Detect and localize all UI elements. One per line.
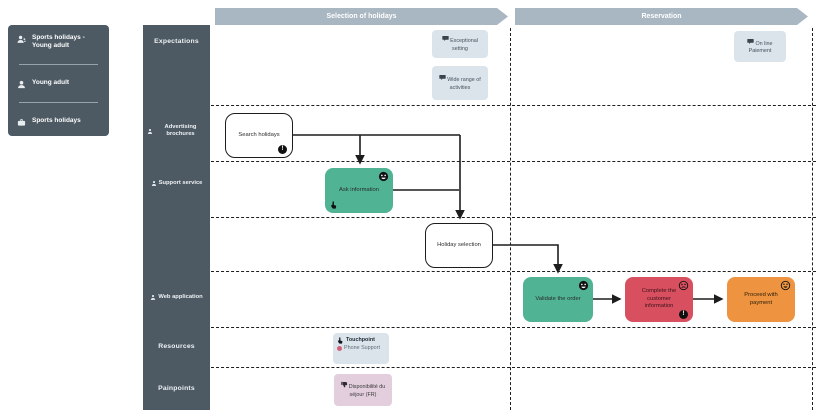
lane-label-text: Web application — [158, 293, 203, 300]
expectation-card-exceptional-setting[interactable]: Exceptional setting — [432, 30, 488, 58]
persona-icon — [18, 80, 25, 88]
persona-panel: Sports holidays - Young adult Young adul… — [8, 25, 109, 136]
lane-label-web-application: Web application — [143, 291, 210, 303]
step-label: Complete the customer information — [641, 287, 677, 310]
card-text: On line Paiement — [738, 38, 782, 55]
step-label: Proceed with payment — [744, 291, 778, 306]
phase-divider — [510, 28, 511, 410]
persona-item-journey[interactable]: Sports holidays - Young adult — [13, 31, 104, 53]
phase-header-selection[interactable]: Selection of holidays — [215, 8, 508, 25]
touchpoint-label: Touchpoint — [346, 337, 375, 343]
happy-face-icon — [578, 280, 589, 291]
lane-label-advertising-brochures: Advertising brochures — [143, 122, 210, 140]
lane-label-resources: Resources — [158, 343, 195, 350]
comment-icon — [442, 36, 449, 42]
expectation-card-wide-range[interactable]: Wide range of activities — [432, 66, 488, 100]
persona-item-scenario[interactable]: Sports holidays — [13, 114, 104, 130]
step-search-holidays[interactable]: Search holidays ! — [225, 113, 293, 158]
happy-face-icon — [378, 171, 389, 182]
phase-divider — [812, 28, 813, 410]
journey-persona-icon — [17, 35, 26, 43]
step-complete-customer-information[interactable]: Complete the customer information ! — [625, 277, 693, 322]
painpoint-card-availability[interactable]: Disponibilité du séjour (FR) — [334, 374, 392, 406]
lane-label-painpoints: Painpoints — [158, 385, 195, 392]
comment-icon — [747, 38, 755, 45]
resources-card[interactable]: Touchpoint Phone Support — [333, 333, 389, 364]
lane-divider — [211, 161, 816, 162]
lane-label-expectations: Expectations — [154, 38, 199, 45]
scenario-briefcase-icon — [17, 119, 26, 126]
lane-divider — [211, 217, 816, 218]
lane-divider — [211, 105, 816, 106]
lane-label-column — [143, 25, 210, 410]
divider — [19, 63, 98, 65]
channel-person-icon — [151, 294, 156, 300]
phase-header-reservation[interactable]: Reservation — [515, 8, 808, 25]
lane-label-text: Advertising brochures — [164, 124, 197, 137]
step-label: Validate the order — [535, 295, 581, 302]
card-text: Wide range of activities — [436, 74, 484, 91]
step-holiday-selection[interactable]: Holiday selection — [425, 223, 493, 268]
lane-divider — [211, 367, 816, 368]
step-label: Holiday selection — [437, 241, 481, 248]
card-text: Exceptional setting — [436, 35, 484, 52]
persona-item-label: Sports holidays — [32, 117, 81, 124]
lane-divider — [211, 327, 816, 328]
card-text: Disponibilité du séjour (FR) — [338, 381, 388, 399]
channel-person-icon — [151, 180, 156, 186]
expectation-card-online-payment[interactable]: On line Paiement — [734, 31, 786, 62]
persona-item-label: Sports holidays - Young adult — [32, 34, 85, 50]
lane-label-support-service: Support service — [143, 177, 210, 189]
channel-person-icon — [147, 128, 153, 134]
step-ask-information[interactable]: Ask information — [325, 168, 393, 213]
step-proceed-with-payment[interactable]: Proceed with payment — [727, 277, 795, 322]
step-label: Search holidays — [238, 131, 280, 138]
persona-item-young-adult[interactable]: Young adult — [13, 76, 104, 92]
laughing-face-icon — [780, 280, 791, 291]
sad-face-icon — [678, 280, 689, 291]
step-label: Ask information — [339, 186, 379, 193]
thumbs-down-icon — [340, 382, 347, 388]
phone-support-line: Phone Support — [337, 344, 385, 352]
step-validate-order[interactable]: Validate the order — [523, 277, 593, 322]
touch-pointer-icon — [331, 201, 337, 209]
connector-to-validate-order — [493, 244, 563, 274]
touch-pointer-icon — [338, 336, 343, 344]
phone-support-label: Phone Support — [344, 345, 380, 352]
lane-divider — [211, 271, 816, 272]
divider — [19, 102, 98, 104]
comment-icon — [439, 75, 446, 81]
alert-badge-icon: ! — [679, 310, 688, 319]
phone-support-dot-icon — [337, 345, 342, 351]
alert-badge-icon: ! — [278, 145, 287, 154]
persona-item-label: Young adult — [32, 78, 70, 86]
touchpoint-line: Touchpoint — [337, 336, 385, 344]
lane-label-text: Support service — [158, 179, 203, 186]
